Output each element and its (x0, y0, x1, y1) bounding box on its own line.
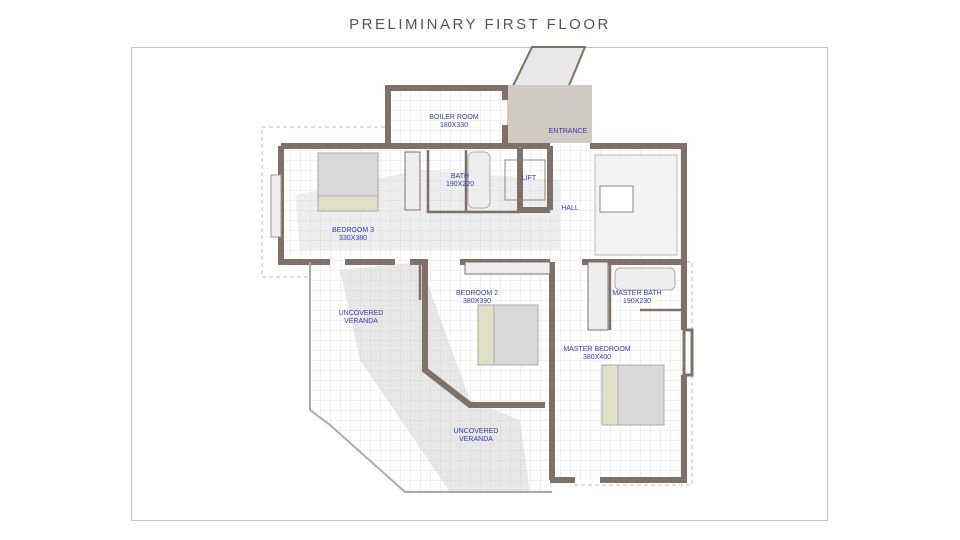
exterior-stairs (510, 46, 587, 89)
drawing-frame (131, 47, 828, 521)
room-label: HALL (561, 205, 579, 212)
room-label: VERANDA (344, 318, 378, 325)
furniture (317, 151, 676, 426)
room-size: 380X400 (583, 354, 611, 361)
room-label: VERANDA (459, 436, 493, 443)
wardrobe (464, 261, 551, 275)
room-label: BOILER ROOM (429, 114, 479, 121)
room-size: 330X380 (339, 235, 367, 242)
room-label: BATH (451, 173, 469, 180)
room-label: ENTRANCE (549, 128, 588, 135)
bathtub (467, 151, 491, 209)
room-size: 380X390 (463, 298, 491, 305)
room-size: 180X330 (440, 122, 468, 129)
page-title: PRELIMINARY FIRST FLOOR (349, 16, 611, 33)
room-label: BEDROOM 2 (456, 290, 498, 297)
lift-cabin (504, 159, 546, 201)
interior-stairs (594, 154, 678, 256)
interior-walls (418, 150, 684, 330)
room-label: BEDROOM 3 (332, 227, 374, 234)
master-bathtub (614, 267, 676, 291)
window (682, 328, 694, 377)
room-size: 190X230 (623, 298, 651, 305)
room-labels: BOILER ROOM 180X330 ENTRANCE BATH 190X22… (332, 114, 662, 443)
room-label: MASTER BEDROOM (563, 346, 630, 353)
room-label: UNCOVERED (339, 310, 384, 317)
wardrobe (404, 151, 421, 211)
room-label: MASTER BATH (612, 290, 661, 297)
wardrobe (587, 261, 609, 331)
room-label: UNCOVERED (454, 428, 499, 435)
veranda-railing (309, 262, 552, 493)
room-label: LIFT (522, 175, 537, 182)
room-size: 190X220 (446, 181, 474, 188)
window (270, 174, 282, 238)
entrance-stone-floor (507, 85, 592, 143)
